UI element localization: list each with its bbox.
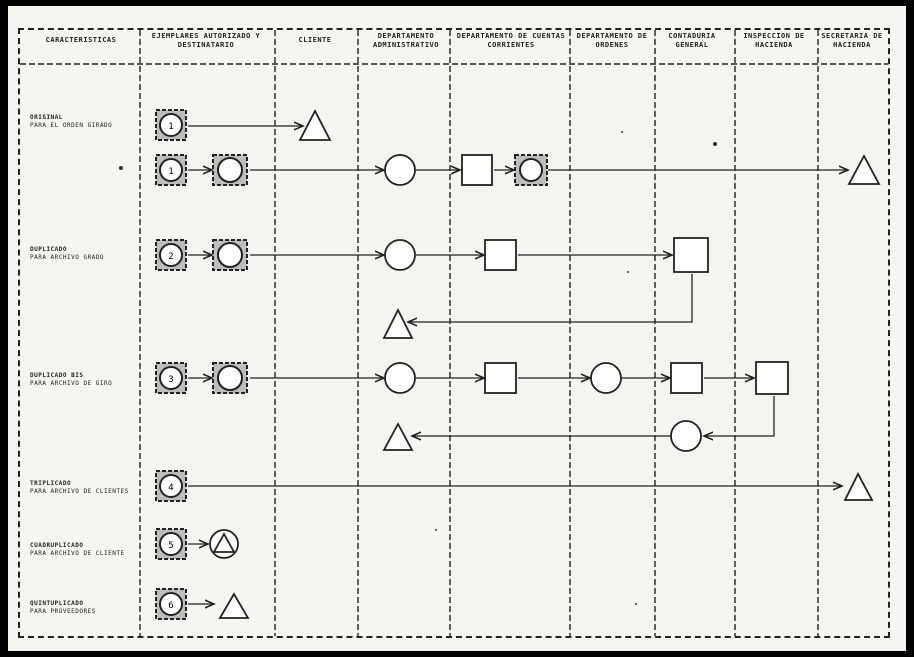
- flow-lines: [188, 126, 848, 604]
- row-title: CUADRUPLICADO: [30, 542, 84, 549]
- doc-number: 4: [168, 483, 173, 493]
- row-title: ORIGINAL: [30, 114, 63, 121]
- scan-specks: [119, 131, 717, 605]
- column-header-cliente: CLIENTE: [298, 36, 332, 44]
- archive-triangles: [209, 109, 881, 619]
- combined-symbol: [514, 154, 548, 186]
- column-header-administrativo: DEPARTAMENTO ADMINISTRATIVO: [372, 32, 439, 49]
- row-subtitle: PARA EL ORDEN GIRADO: [30, 122, 113, 129]
- combined-symbol: [212, 362, 248, 394]
- document-origin-symbols: 1 1 2 3 4 5 6: [155, 109, 187, 620]
- doc-symbol: 1: [155, 154, 187, 186]
- doc-number: 6: [168, 601, 173, 611]
- column-header-ejemplares: EJEMPLARES AUTORIZADO Y DESTINATARIO: [151, 32, 261, 49]
- combined-symbol: [212, 154, 248, 186]
- row-subtitle: PARA PROVEEDORES: [30, 608, 96, 615]
- doc-number: 3: [168, 375, 173, 385]
- doc-symbol: 1: [155, 109, 187, 141]
- column-header-ordenes: DEPARTAMENTO DE ORDENES: [576, 32, 648, 49]
- doc-symbol: 2: [155, 239, 187, 271]
- combined-operation-symbols: [212, 154, 548, 394]
- column-header-cuentas: DEPARTAMENTO DE CUENTAS CORRIENTES: [456, 32, 566, 49]
- doc-number: 1: [168, 167, 173, 177]
- column-header-contaduria: CONTADURIA GENERAL: [668, 32, 716, 49]
- chart-frame: [18, 28, 890, 638]
- row-title: DUPLICADO BIS: [30, 372, 84, 379]
- row-title: DUPLICADO: [30, 246, 68, 253]
- column-header-secretaria: SECRETARIA DE HACIENDA: [821, 32, 883, 49]
- column-header-caracteristicas: CARACTERISTICAS: [45, 36, 117, 44]
- combined-symbol: [212, 239, 248, 271]
- column-header-inspeccion: INSPECCION DE HACIENDA: [743, 32, 805, 49]
- doc-symbol: 5: [155, 528, 187, 560]
- row-subtitle: PARA ARCHIVO DE GIRO: [30, 380, 113, 387]
- circle-with-triangle: [209, 529, 239, 559]
- column-dividers: [20, 30, 888, 636]
- doc-symbol: 6: [155, 588, 187, 620]
- doc-number: 2: [168, 252, 173, 262]
- row-subtitle: PARA ARCHIVO DE CLIENTE: [30, 550, 125, 557]
- row-title: TRIPLICADO: [30, 480, 72, 487]
- doc-number: 1: [168, 122, 173, 132]
- row-title: QUINTUPLICADO: [30, 600, 84, 607]
- row-subtitle: PARA ARCHIVO DE CLIENTES: [30, 488, 129, 495]
- doc-symbol: 4: [155, 470, 187, 502]
- doc-number: 5: [168, 541, 173, 551]
- inspection-squares: [461, 154, 789, 395]
- row-subtitle: PARA ARCHIVO GRADO: [30, 254, 105, 261]
- operation-circles: [384, 154, 702, 452]
- doc-symbol: 3: [155, 362, 187, 394]
